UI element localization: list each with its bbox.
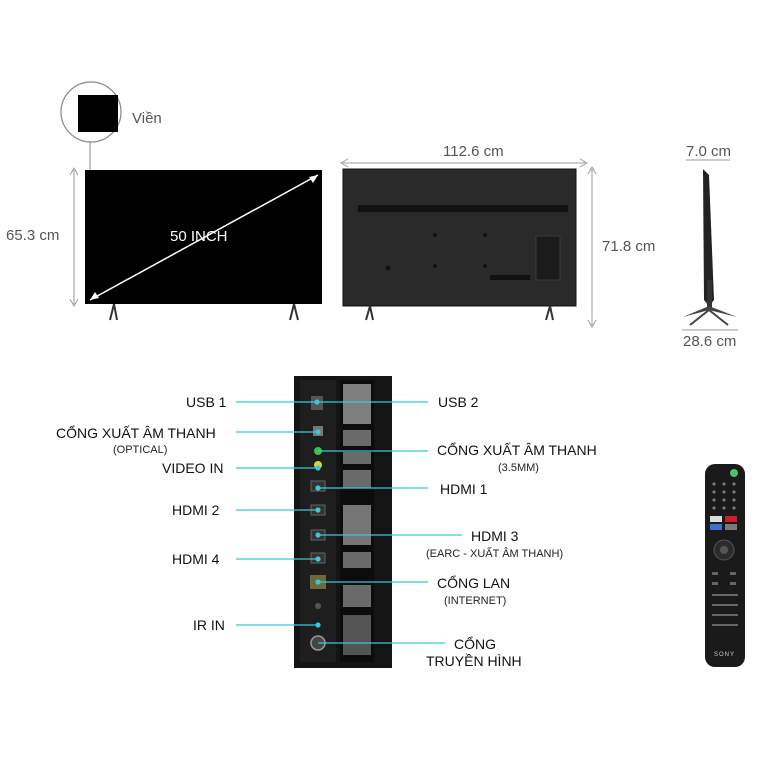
port-label-video-in: VIDEO IN: [162, 460, 224, 476]
remote-brand: SONY: [714, 652, 736, 658]
port-label-ir-in: IR IN: [193, 617, 225, 633]
port-label-antenna: CỔNG: [454, 636, 496, 652]
bezel-zoom: [60, 81, 122, 170]
port-label-usb1: USB 1: [186, 394, 227, 410]
back-width-label: 112.6 cm: [443, 143, 504, 160]
port-label-optical: CỔNG XUẤT ÂM THANH: [56, 425, 216, 441]
port-label-hdmi1: HDMI 1: [440, 481, 488, 497]
port-sub-optical: (OPTICAL): [113, 444, 168, 456]
side-depth-top-label: 7.0 cm: [686, 143, 732, 160]
tv-front: [69, 166, 322, 321]
tv-side: [682, 159, 738, 331]
tv-back: [339, 158, 597, 329]
front-height-label: 65.3 cm: [6, 227, 60, 244]
port-label-usb2: USB 2: [438, 394, 479, 410]
port-sub-audio-out: (3.5MM): [498, 462, 539, 474]
back-height-label: 71.8 cm: [602, 238, 656, 255]
remote-control: [705, 464, 745, 667]
port-label-hdmi4: HDMI 4: [172, 551, 220, 567]
diagonal-label: 50 INCH: [170, 228, 228, 245]
port-label-hdmi2: HDMI 2: [172, 502, 220, 518]
side-depth-stand-label: 28.6 cm: [683, 333, 737, 350]
bezel-label: Viền: [132, 110, 162, 127]
port-sub-antenna: TRUYỀN HÌNH: [426, 653, 522, 669]
port-label-lan: CỔNG LAN: [437, 575, 511, 591]
port-sub-hdmi3: (EARC - XUẤT ÂM THANH): [426, 548, 564, 560]
leader-lines: [236, 399, 462, 644]
port-label-audio-out: CỔNG XUẤT ÂM THANH: [437, 442, 597, 458]
port-label-hdmi3: HDMI 3: [471, 528, 519, 544]
port-sub-lan: (INTERNET): [444, 595, 507, 607]
io-panel: [294, 376, 392, 668]
